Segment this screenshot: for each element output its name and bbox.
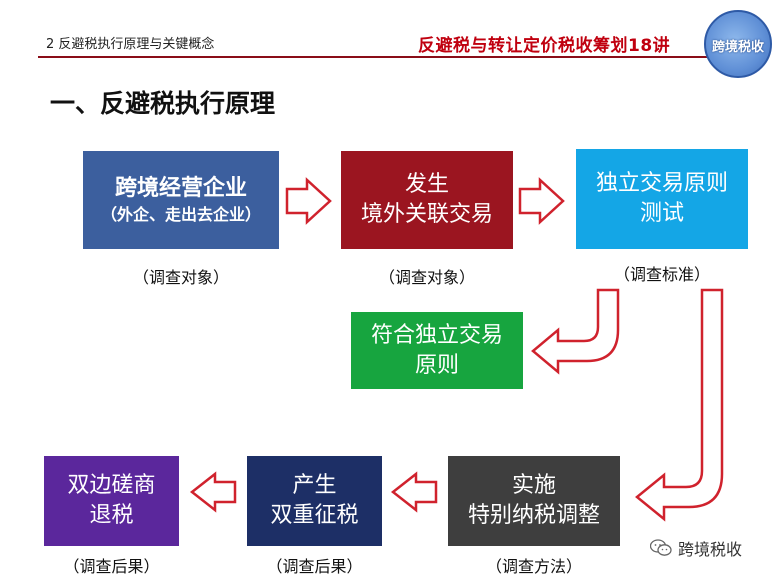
node-bilateral-line1: 双边磋商 (67, 473, 156, 499)
node-compliant-line1: 符合独立交易 (370, 322, 503, 348)
node-special-tax-adjustment: 实施 特别纳税调整 (448, 456, 620, 546)
arrow-enterprise-to-related (285, 177, 332, 225)
node-cross-border-enterprise: 跨境经营企业 （外企、走出去企业） (83, 151, 279, 249)
wechat-icon (650, 539, 672, 556)
node-compliant-alp: 符合独立交易 原则 (351, 312, 523, 389)
node-doubletax-line1: 产生 (292, 473, 337, 499)
node-bilateral-line2: 退税 (89, 503, 134, 528)
node-double-taxation: 产生 双重征税 (247, 456, 382, 546)
node-adjustment-line1: 实施 (511, 473, 556, 499)
node-related-line2: 境外关联交易 (360, 202, 493, 227)
arrow-doubletax-to-bilateral (189, 471, 237, 513)
node-enterprise-subtitle: （外企、走出去企业） (100, 205, 261, 225)
slide-title: 一、反避税执行原理 (50, 89, 276, 118)
caption-alp-test: （调查标准） (613, 265, 710, 284)
node-enterprise-title: 跨境经营企业 (114, 176, 247, 202)
node-alptest-line1: 独立交易原则 (595, 171, 728, 197)
arrow-alptest-to-adjustment (635, 288, 724, 522)
brand-logo-text: 跨境税收 (711, 40, 764, 55)
node-related-party-transaction: 发生 境外关联交易 (341, 151, 513, 249)
header-divider (38, 56, 708, 58)
header-section-label: 2 反避税执行原理与关键概念 (46, 37, 215, 52)
node-adjustment-line2: 特别纳税调整 (467, 503, 600, 528)
node-alptest-line2: 测试 (639, 201, 684, 226)
brand-logo: 跨境税收 (704, 10, 772, 78)
node-compliant-line2: 原则 (414, 352, 459, 378)
node-related-line1: 发生 (404, 172, 449, 198)
caption-enterprise: （调查对象） (132, 268, 229, 287)
caption-related-party: （调查对象） (378, 268, 475, 287)
node-arms-length-test: 独立交易原则 测试 (576, 149, 748, 249)
node-bilateral-consultation: 双边磋商 退税 (44, 456, 179, 546)
arrow-adjustment-to-doubletax (390, 471, 438, 513)
wechat-label: 跨境税收 (678, 540, 743, 559)
caption-double-tax: （调查后果） (266, 557, 363, 576)
arrow-related-to-alptest (518, 177, 565, 225)
wechat-watermark: 跨境税收 (650, 536, 742, 560)
header-series-title: 反避税与转让定价税收筹划18讲 (418, 36, 671, 56)
node-doubletax-line2: 双重征税 (270, 503, 359, 528)
arrow-alptest-to-compliant (531, 288, 620, 375)
caption-special-adjustment: （调查方法） (485, 557, 582, 576)
caption-bilateral: （调查后果） (63, 557, 160, 576)
